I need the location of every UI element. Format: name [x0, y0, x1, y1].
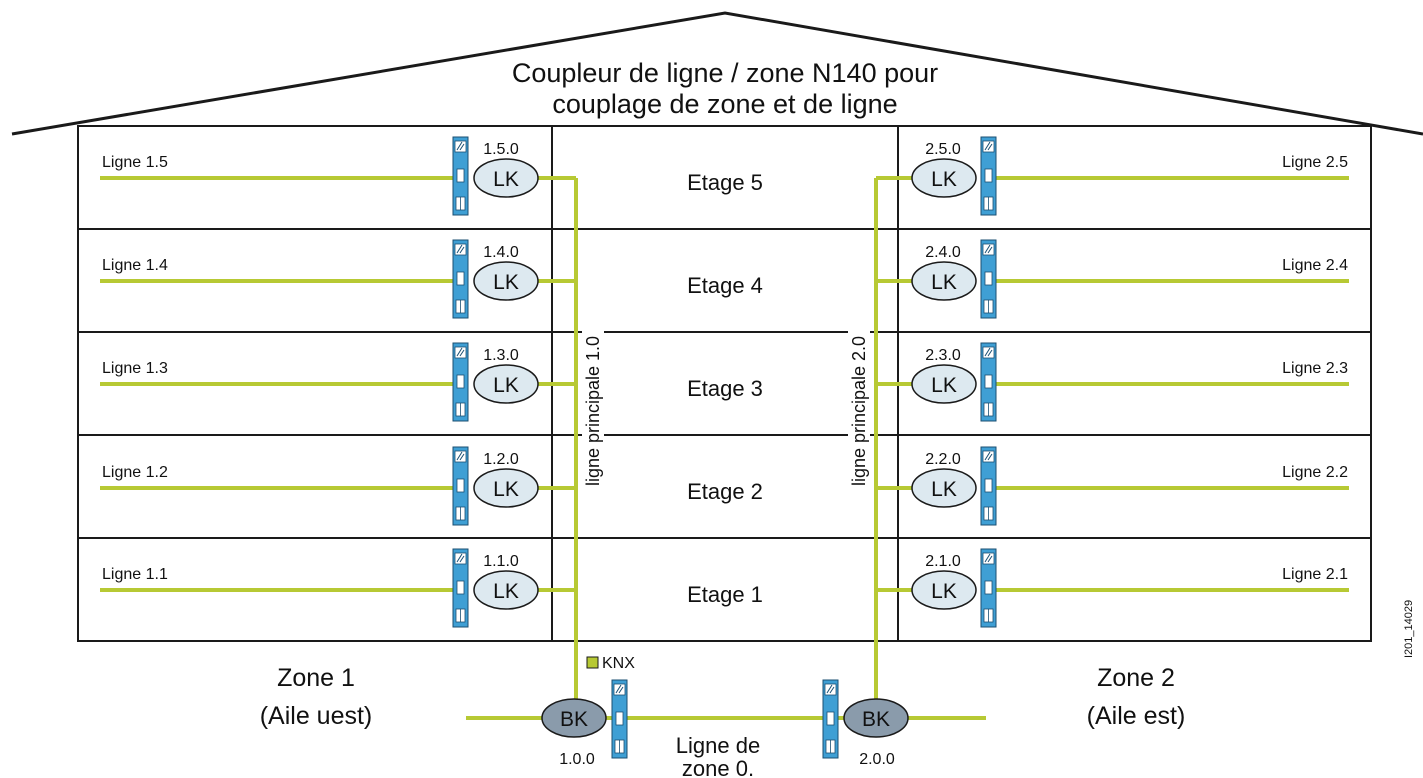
title-line-2: couplage de zone et de ligne	[552, 89, 897, 119]
backbone-coupler-right	[843, 698, 909, 738]
line-label: Ligne 2.1	[1282, 566, 1348, 583]
floor-label: Etage 5	[687, 170, 763, 195]
coupler-address: 1.2.0	[483, 451, 519, 468]
right-line-group: Ligne 2.4 LK 2.4.0	[876, 239, 1349, 319]
line-coupler	[911, 468, 977, 508]
floor-label: Etage 1	[687, 582, 763, 607]
line-coupler	[911, 364, 977, 404]
line-coupler	[911, 570, 977, 610]
knx-legend-swatch	[586, 656, 599, 669]
right-line-group: Ligne 2.1 LK 2.1.0	[876, 548, 1349, 628]
coupler-label: LK	[493, 271, 519, 294]
left-line-group: Ligne 1.4 LK 1.4.0	[100, 239, 576, 319]
zone-2-subtitle: (Aile est)	[1087, 702, 1186, 730]
coupler-address: 2.1.0	[925, 553, 961, 570]
din-module-icon	[611, 679, 628, 759]
main-line-1-label-bg	[582, 318, 604, 504]
coupler-address: 1.1.0	[483, 553, 519, 570]
backbone-coupler-left-label: BK	[560, 708, 588, 731]
coupler-label: LK	[931, 580, 957, 603]
backbone-coupler-right-label: BK	[862, 708, 890, 731]
line-coupler	[473, 158, 539, 198]
din-module-icon	[452, 342, 469, 422]
line-coupler	[473, 364, 539, 404]
coupler-address: 1.3.0	[483, 347, 519, 364]
coupler-address: 1.4.0	[483, 244, 519, 261]
figure-id: I201_14029	[1403, 600, 1415, 658]
left-line-group: Ligne 1.3 LK 1.3.0	[100, 342, 576, 422]
roof-outline	[11, 11, 1423, 136]
din-module-icon	[822, 679, 839, 759]
main-line-1-label: ligne principale 1.0	[583, 336, 603, 486]
coupler-address: 2.5.0	[925, 141, 961, 158]
line-coupler	[911, 261, 977, 301]
line-label: Ligne 2.3	[1282, 360, 1348, 377]
coupler-label: LK	[493, 580, 519, 603]
coupler-address: 2.3.0	[925, 347, 961, 364]
floor-label: Etage 4	[687, 273, 763, 298]
din-module-icon	[980, 446, 997, 526]
line-coupler	[473, 570, 539, 610]
right-line-group: Ligne 2.5 LK 2.5.0	[876, 136, 1349, 216]
coupler-label: LK	[931, 478, 957, 501]
coupler-address: 2.4.0	[925, 244, 961, 261]
din-module-icon	[980, 548, 997, 628]
din-module-icon	[980, 342, 997, 422]
zone-1-name: Zone 1	[277, 664, 355, 692]
zone-1-subtitle: (Aile uest)	[260, 702, 373, 730]
left-line-group: Ligne 1.1 LK 1.1.0	[100, 548, 576, 628]
line-label: Ligne 1.1	[102, 566, 168, 583]
line-coupler	[473, 261, 539, 301]
building-outline	[77, 125, 1372, 642]
din-module-icon	[452, 239, 469, 319]
line-coupler	[911, 158, 977, 198]
coupler-label: LK	[493, 478, 519, 501]
backbone-coupler-left-address: 1.0.0	[559, 751, 595, 768]
backbone-label-line-1: Ligne de	[676, 733, 760, 758]
coupler-label: LK	[931, 271, 957, 294]
knx-legend-label: KNX	[602, 655, 635, 672]
title-line-1: Coupleur de ligne / zone N140 pour	[512, 58, 938, 88]
right-line-group: Ligne 2.3 LK 2.3.0	[876, 342, 1349, 422]
line-label: Ligne 1.5	[102, 154, 168, 171]
floor-dividers	[78, 228, 1371, 539]
main-line-2-label-bg	[848, 318, 870, 504]
din-module-icon	[980, 239, 997, 319]
main-line-2-label: ligne principale 2.0	[849, 336, 869, 486]
coupler-address: 2.2.0	[925, 451, 961, 468]
floor-label: Etage 3	[687, 376, 763, 401]
din-module-icon	[452, 136, 469, 216]
din-module-icon	[980, 136, 997, 216]
floor-labels: Etage 5 Etage 4 Etage 3 Etage 2 Etage 1	[687, 170, 763, 607]
left-line-group: Ligne 1.2 LK 1.2.0	[100, 446, 576, 526]
coupler-label: LK	[931, 374, 957, 397]
line-label: Ligne 1.4	[102, 257, 168, 274]
line-label: Ligne 2.4	[1282, 257, 1348, 274]
backbone-coupler-right-address: 2.0.0	[859, 751, 895, 768]
line-coupler	[473, 468, 539, 508]
line-label: Ligne 1.3	[102, 360, 168, 377]
zone-2-name: Zone 2	[1097, 664, 1175, 692]
right-line-group: Ligne 2.2 LK 2.2.0	[876, 446, 1349, 526]
line-label: Ligne 2.2	[1282, 464, 1348, 481]
backbone-coupler-left	[541, 698, 607, 738]
line-label: Ligne 1.2	[102, 464, 168, 481]
coupler-label: LK	[493, 374, 519, 397]
coupler-address: 1.5.0	[483, 141, 519, 158]
floor-label: Etage 2	[687, 479, 763, 504]
din-module-icon	[452, 548, 469, 628]
line-label: Ligne 2.5	[1282, 154, 1348, 171]
din-module-icon	[452, 446, 469, 526]
coupler-label: LK	[493, 168, 519, 191]
coupler-label: LK	[931, 168, 957, 191]
left-line-group: Ligne 1.5 LK 1.5.0	[100, 136, 576, 216]
backbone-label-line-2: zone 0.	[682, 756, 754, 778]
